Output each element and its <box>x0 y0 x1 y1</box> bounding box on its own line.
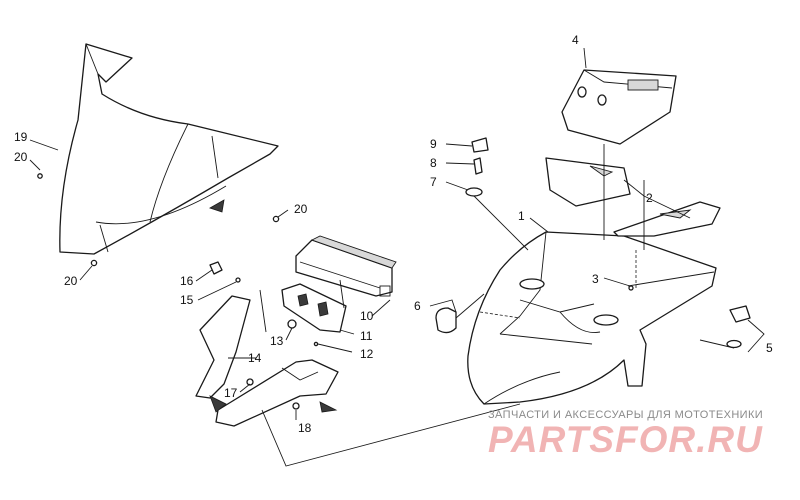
callout-19: 19 <box>14 130 28 144</box>
top-panel <box>561 69 677 145</box>
windshield <box>59 43 279 255</box>
callout-4: 4 <box>572 33 579 47</box>
callout-15: 15 <box>180 293 194 307</box>
gauge-assembly <box>295 235 397 297</box>
visor-lenses <box>545 157 721 237</box>
callout-13: 13 <box>270 334 284 348</box>
watermark-caption: ЗАПЧАСТИ И АКСЕССУАРЫ ДЛЯ МОТОТЕХНИКИ <box>488 409 763 421</box>
callout-6: 6 <box>414 299 421 313</box>
callout-17: 17 <box>224 386 238 400</box>
callout-12: 12 <box>360 347 374 361</box>
hood <box>467 231 717 405</box>
callout-20: 20 <box>14 150 28 164</box>
callout-16: 16 <box>180 274 194 288</box>
watermark: ЗАПЧАСТИ И АКСЕССУАРЫ ДЛЯ МОТОТЕХНИКИ PA… <box>488 409 763 460</box>
arrow-marker <box>209 199 225 213</box>
callout-18: 18 <box>298 421 312 435</box>
callout-2: 2 <box>646 191 653 205</box>
callout-10: 10 <box>360 309 374 323</box>
leader-lines <box>29 47 765 467</box>
callout-14: 14 <box>248 351 262 365</box>
callout-11: 11 <box>360 329 373 343</box>
callout-3: 3 <box>592 272 599 286</box>
callout-7: 7 <box>430 175 437 189</box>
switch-hardware <box>435 137 751 349</box>
callout-1: 1 <box>518 209 525 223</box>
callout-20: 20 <box>64 274 78 288</box>
callout-20: 20 <box>294 202 308 216</box>
gauge-bracket <box>281 279 347 333</box>
support-bracket <box>195 295 339 427</box>
callout-labels: 19 20 20 20 16 15 13 14 17 18 10 11 12 9… <box>14 33 773 435</box>
callout-8: 8 <box>430 156 437 170</box>
callout-9: 9 <box>430 137 437 151</box>
watermark-logo: PARTSFOR.RU <box>488 419 763 460</box>
callout-5: 5 <box>766 341 773 355</box>
